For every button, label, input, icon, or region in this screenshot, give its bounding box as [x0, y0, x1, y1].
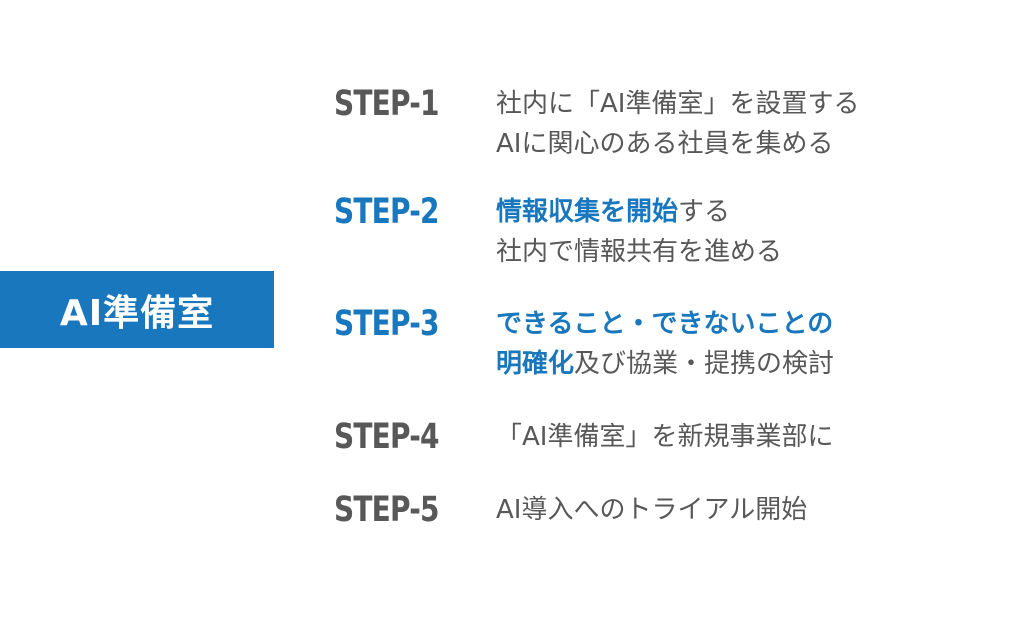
step-2-line-1: 情報収集を開始する: [496, 192, 782, 232]
step-2-label: STEP-2: [334, 192, 440, 232]
step-3-line-1: できること・できないことの: [496, 309, 834, 339]
banner-label: AI準備室: [59, 292, 215, 334]
step-1-label: STEP-1: [334, 84, 440, 124]
step-4-label: STEP-4: [334, 417, 440, 457]
step-4-description: 「AI準備室」を新規事業部に: [496, 417, 833, 457]
step-5-label: STEP-5: [334, 490, 440, 530]
step-1-line-1: 社内に「AI準備室」を設置する: [496, 89, 860, 119]
step-5-description: AI導入へのトライアル開始: [496, 490, 807, 530]
step-3-line-2: 明確化及び協業・提携の検討: [496, 344, 834, 384]
step-2-description: 情報収集を開始する 社内で情報共有を進める: [496, 192, 782, 272]
step-3-highlight: 明確化: [496, 349, 575, 379]
step-3-label: STEP-3: [334, 304, 440, 344]
step-1-description: 社内に「AI準備室」を設置する AIに関心のある社員を集める: [496, 84, 859, 164]
step-2-highlight: 情報収集を開始: [496, 197, 679, 227]
step-2-line-2: 社内で情報共有を進める: [496, 237, 783, 267]
step-2-line-1-rest: する: [678, 197, 731, 227]
step-5-line-1: AI導入へのトライアル開始: [496, 495, 808, 525]
step-4-line-1: 「AI準備室」を新規事業部に: [496, 422, 834, 452]
ai-preparation-banner: AI準備室: [0, 271, 274, 348]
step-1-line-2: AIに関心のある社員を集める: [496, 129, 834, 159]
step-3-line-2-rest: 及び協業・提携の検討: [574, 349, 835, 379]
step-3-description: できること・できないことの 明確化及び協業・提携の検討: [496, 304, 834, 384]
